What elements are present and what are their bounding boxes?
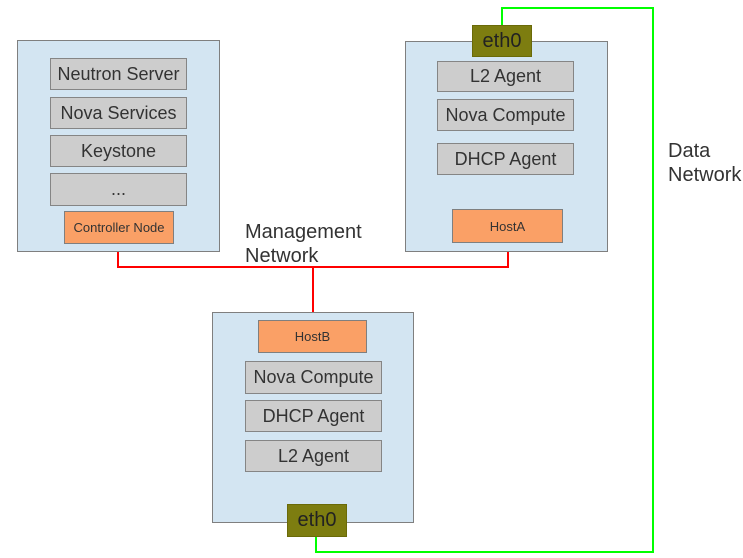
data-network-line-right bbox=[652, 7, 654, 553]
data-network-line-top bbox=[501, 7, 654, 9]
service-label: ... bbox=[110, 179, 126, 199]
data-network-label-line1: Data bbox=[668, 140, 711, 162]
hosta-eth0-interface: eth0 bbox=[472, 25, 532, 57]
controller-node-label: Controller Node bbox=[64, 211, 174, 244]
management-network-label-line1: Management bbox=[245, 221, 362, 243]
service-box-neutron-server: Neutron Server bbox=[50, 58, 187, 90]
hostb-node-label: HostB bbox=[258, 320, 367, 353]
data-network-line-bottom bbox=[315, 551, 654, 553]
service-box-ellipsis: ... bbox=[50, 173, 187, 206]
service-box-nova-compute-hostb: Nova Compute bbox=[245, 361, 382, 394]
service-box-l2-agent-hostb: L2 Agent bbox=[245, 440, 382, 472]
service-box-l2-agent-hosta: L2 Agent bbox=[437, 61, 574, 92]
service-label: Nova Compute bbox=[253, 367, 374, 387]
service-box-dhcp-agent-hostb: DHCP Agent bbox=[245, 400, 382, 432]
management-network-label-line2: Network bbox=[245, 245, 319, 267]
service-label: DHCP Agent bbox=[454, 148, 557, 169]
data-network-line-hostb-down bbox=[315, 537, 317, 553]
service-box-keystone: Keystone bbox=[50, 135, 187, 167]
management-network-line-hosta-drop bbox=[507, 251, 509, 268]
service-label: Neutron Server bbox=[57, 63, 180, 84]
service-box-nova-compute-hosta: Nova Compute bbox=[437, 99, 574, 131]
node-label-text: HostA bbox=[489, 218, 526, 234]
hostb-eth0-interface: eth0 bbox=[287, 504, 347, 537]
data-network-label: Data Network bbox=[668, 139, 741, 187]
service-label: Keystone bbox=[80, 140, 157, 161]
service-label: Nova Compute bbox=[445, 104, 566, 125]
management-network-line-hostb-drop bbox=[312, 266, 314, 312]
service-box-nova-services: Nova Services bbox=[50, 97, 187, 129]
service-label: DHCP Agent bbox=[262, 405, 365, 426]
controller-node-box: Neutron Server Nova Services Keystone ..… bbox=[17, 40, 220, 252]
management-network-label: Management Network bbox=[245, 220, 362, 268]
eth0-label-text: eth0 bbox=[297, 509, 337, 531]
management-network-line-controller-drop bbox=[117, 252, 119, 268]
node-label-text: Controller Node bbox=[73, 220, 165, 235]
hosta-node-label: HostA bbox=[452, 209, 563, 243]
service-label: L2 Agent bbox=[469, 66, 542, 86]
service-box-dhcp-agent-hosta: DHCP Agent bbox=[437, 143, 574, 175]
service-label: L2 Agent bbox=[277, 445, 350, 466]
service-label: Nova Services bbox=[60, 102, 177, 123]
eth0-label-text: eth0 bbox=[482, 29, 522, 52]
data-network-line-hosta-up bbox=[501, 7, 503, 26]
node-label-text: HostB bbox=[294, 329, 331, 344]
data-network-label-line2: Network bbox=[668, 164, 742, 186]
